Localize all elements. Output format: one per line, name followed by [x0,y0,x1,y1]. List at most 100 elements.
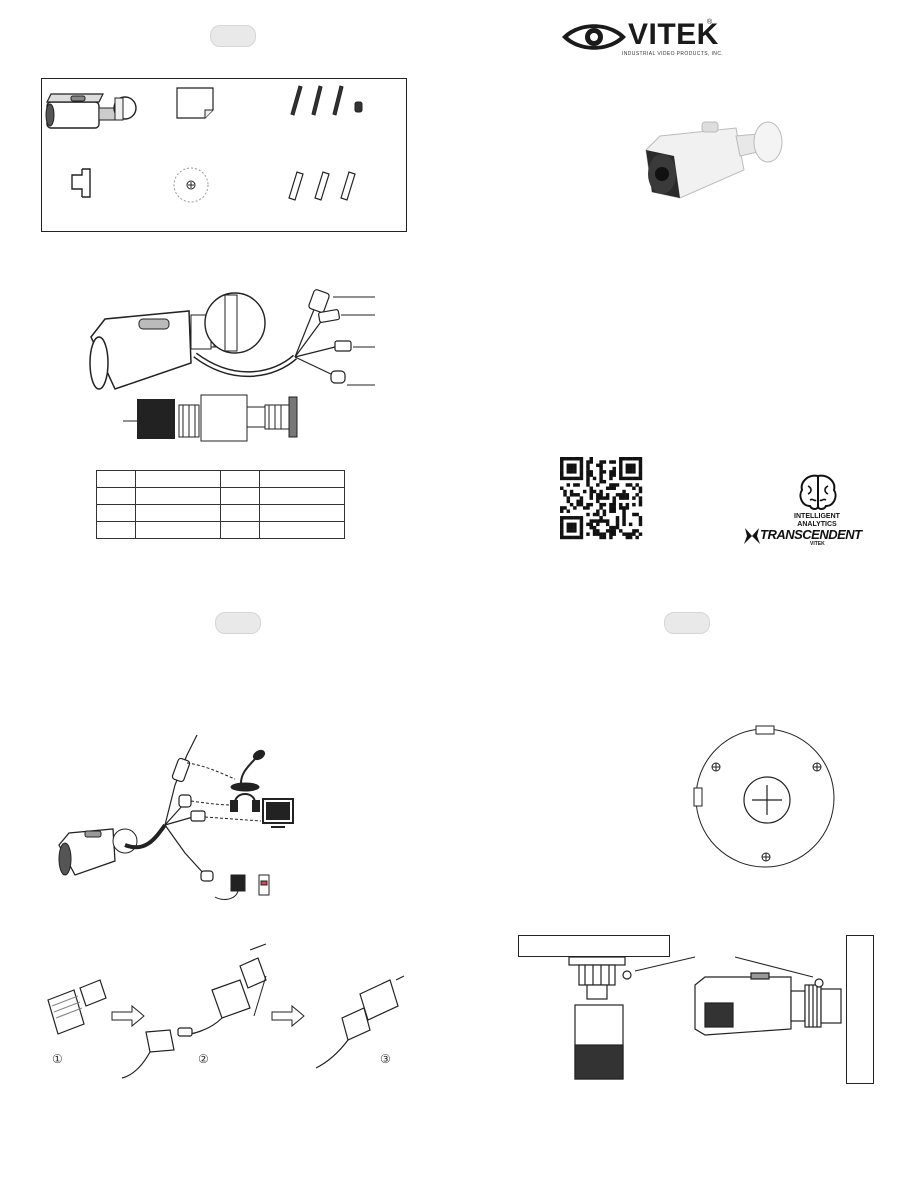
qr-module [592,476,597,481]
qr-module [632,502,636,507]
qr-module [628,457,633,461]
qr-module [619,466,623,471]
qr-module [638,499,643,504]
qr-module [573,535,577,540]
qr-module [625,535,630,540]
qr-module [560,509,564,513]
qr-module [589,470,593,474]
qr-module [622,509,626,513]
qr-module [589,525,593,530]
qr-module [586,512,590,517]
qr-module [625,483,630,487]
qr-module [586,502,590,507]
qr-module [586,470,590,474]
qr-module [612,509,616,513]
qr-module [566,525,571,530]
qr-module [576,499,580,504]
qr-module [579,463,584,468]
qr-module [560,535,564,540]
qr-module [573,529,577,533]
qr-module [612,506,616,510]
qr-module [589,496,593,500]
qr-module [605,496,610,500]
qr-module [569,463,574,468]
qr-module [632,463,636,468]
qr-module [569,466,574,471]
qr-module [609,532,613,536]
qr-module [632,470,636,474]
qr-module [589,486,593,490]
qr-module [602,532,607,536]
qr-module [605,529,610,533]
drill-template-icon [173,167,209,203]
qr-module [609,486,613,490]
brand-registered-mark: ® [707,19,713,26]
qr-module [596,512,600,517]
qr-module [566,509,571,513]
qr-module [579,516,584,520]
qr-module [576,535,580,540]
table-row [96,470,345,488]
step-2-label: ② [198,1052,209,1066]
qr-module [560,506,564,510]
qr-module [569,502,574,507]
qr-module [622,516,626,520]
section-marker-contents [210,25,256,47]
qr-module [599,470,603,474]
brand-tagline: INDUSTRIAL VIDEO PRODUCTS, INC. [622,51,724,57]
qr-module [619,460,623,464]
qr-module [579,522,584,527]
qr-module [599,535,603,540]
qr-module [622,489,626,494]
qr-module [573,476,577,481]
qr-module [579,466,584,471]
qr-module [599,466,603,471]
qr-module [632,486,636,490]
qr-module [632,457,636,461]
qr-module [622,496,626,500]
qr-module [602,535,607,540]
qr-module [596,496,600,500]
qr-module [599,532,603,536]
qr-module [638,502,643,507]
qr-module [563,493,567,497]
qr-module [615,516,620,520]
qr-module [579,473,584,477]
qr-module [628,476,633,481]
qr-module [625,506,630,510]
qr-module [599,489,603,494]
qr-module [622,476,626,481]
qr-module [638,496,643,500]
qr-module [609,470,613,474]
qr-module [605,522,610,527]
qr-module [589,519,593,523]
qr-module [566,457,571,461]
qr-module [622,457,626,461]
qr-module [586,473,590,477]
qr-module [628,483,633,487]
qr-module [569,493,574,497]
qr-module [602,512,607,517]
qr-module [569,529,574,533]
qr-module [612,486,616,490]
qr-module [592,532,597,536]
qr-module [596,522,600,527]
qr-module [569,525,574,530]
qr-module [589,489,593,494]
intelligent-analytics-label: INTELLIGENT ANALYTICS [794,513,840,528]
transcendent-butterfly-icon [744,528,760,544]
qr-module [569,476,574,481]
qr-module [625,476,630,481]
qr-module [619,470,623,474]
wall-anchors-icon [288,171,356,201]
qr-module [635,476,639,481]
qr-module [612,460,616,464]
qr-module [599,493,603,497]
product-camera-image [645,121,783,199]
qr-module [615,493,620,497]
qr-module [560,516,564,520]
qr-module [563,506,567,510]
qr-module [569,457,574,461]
qr-module [612,483,616,487]
qr-module [573,457,577,461]
